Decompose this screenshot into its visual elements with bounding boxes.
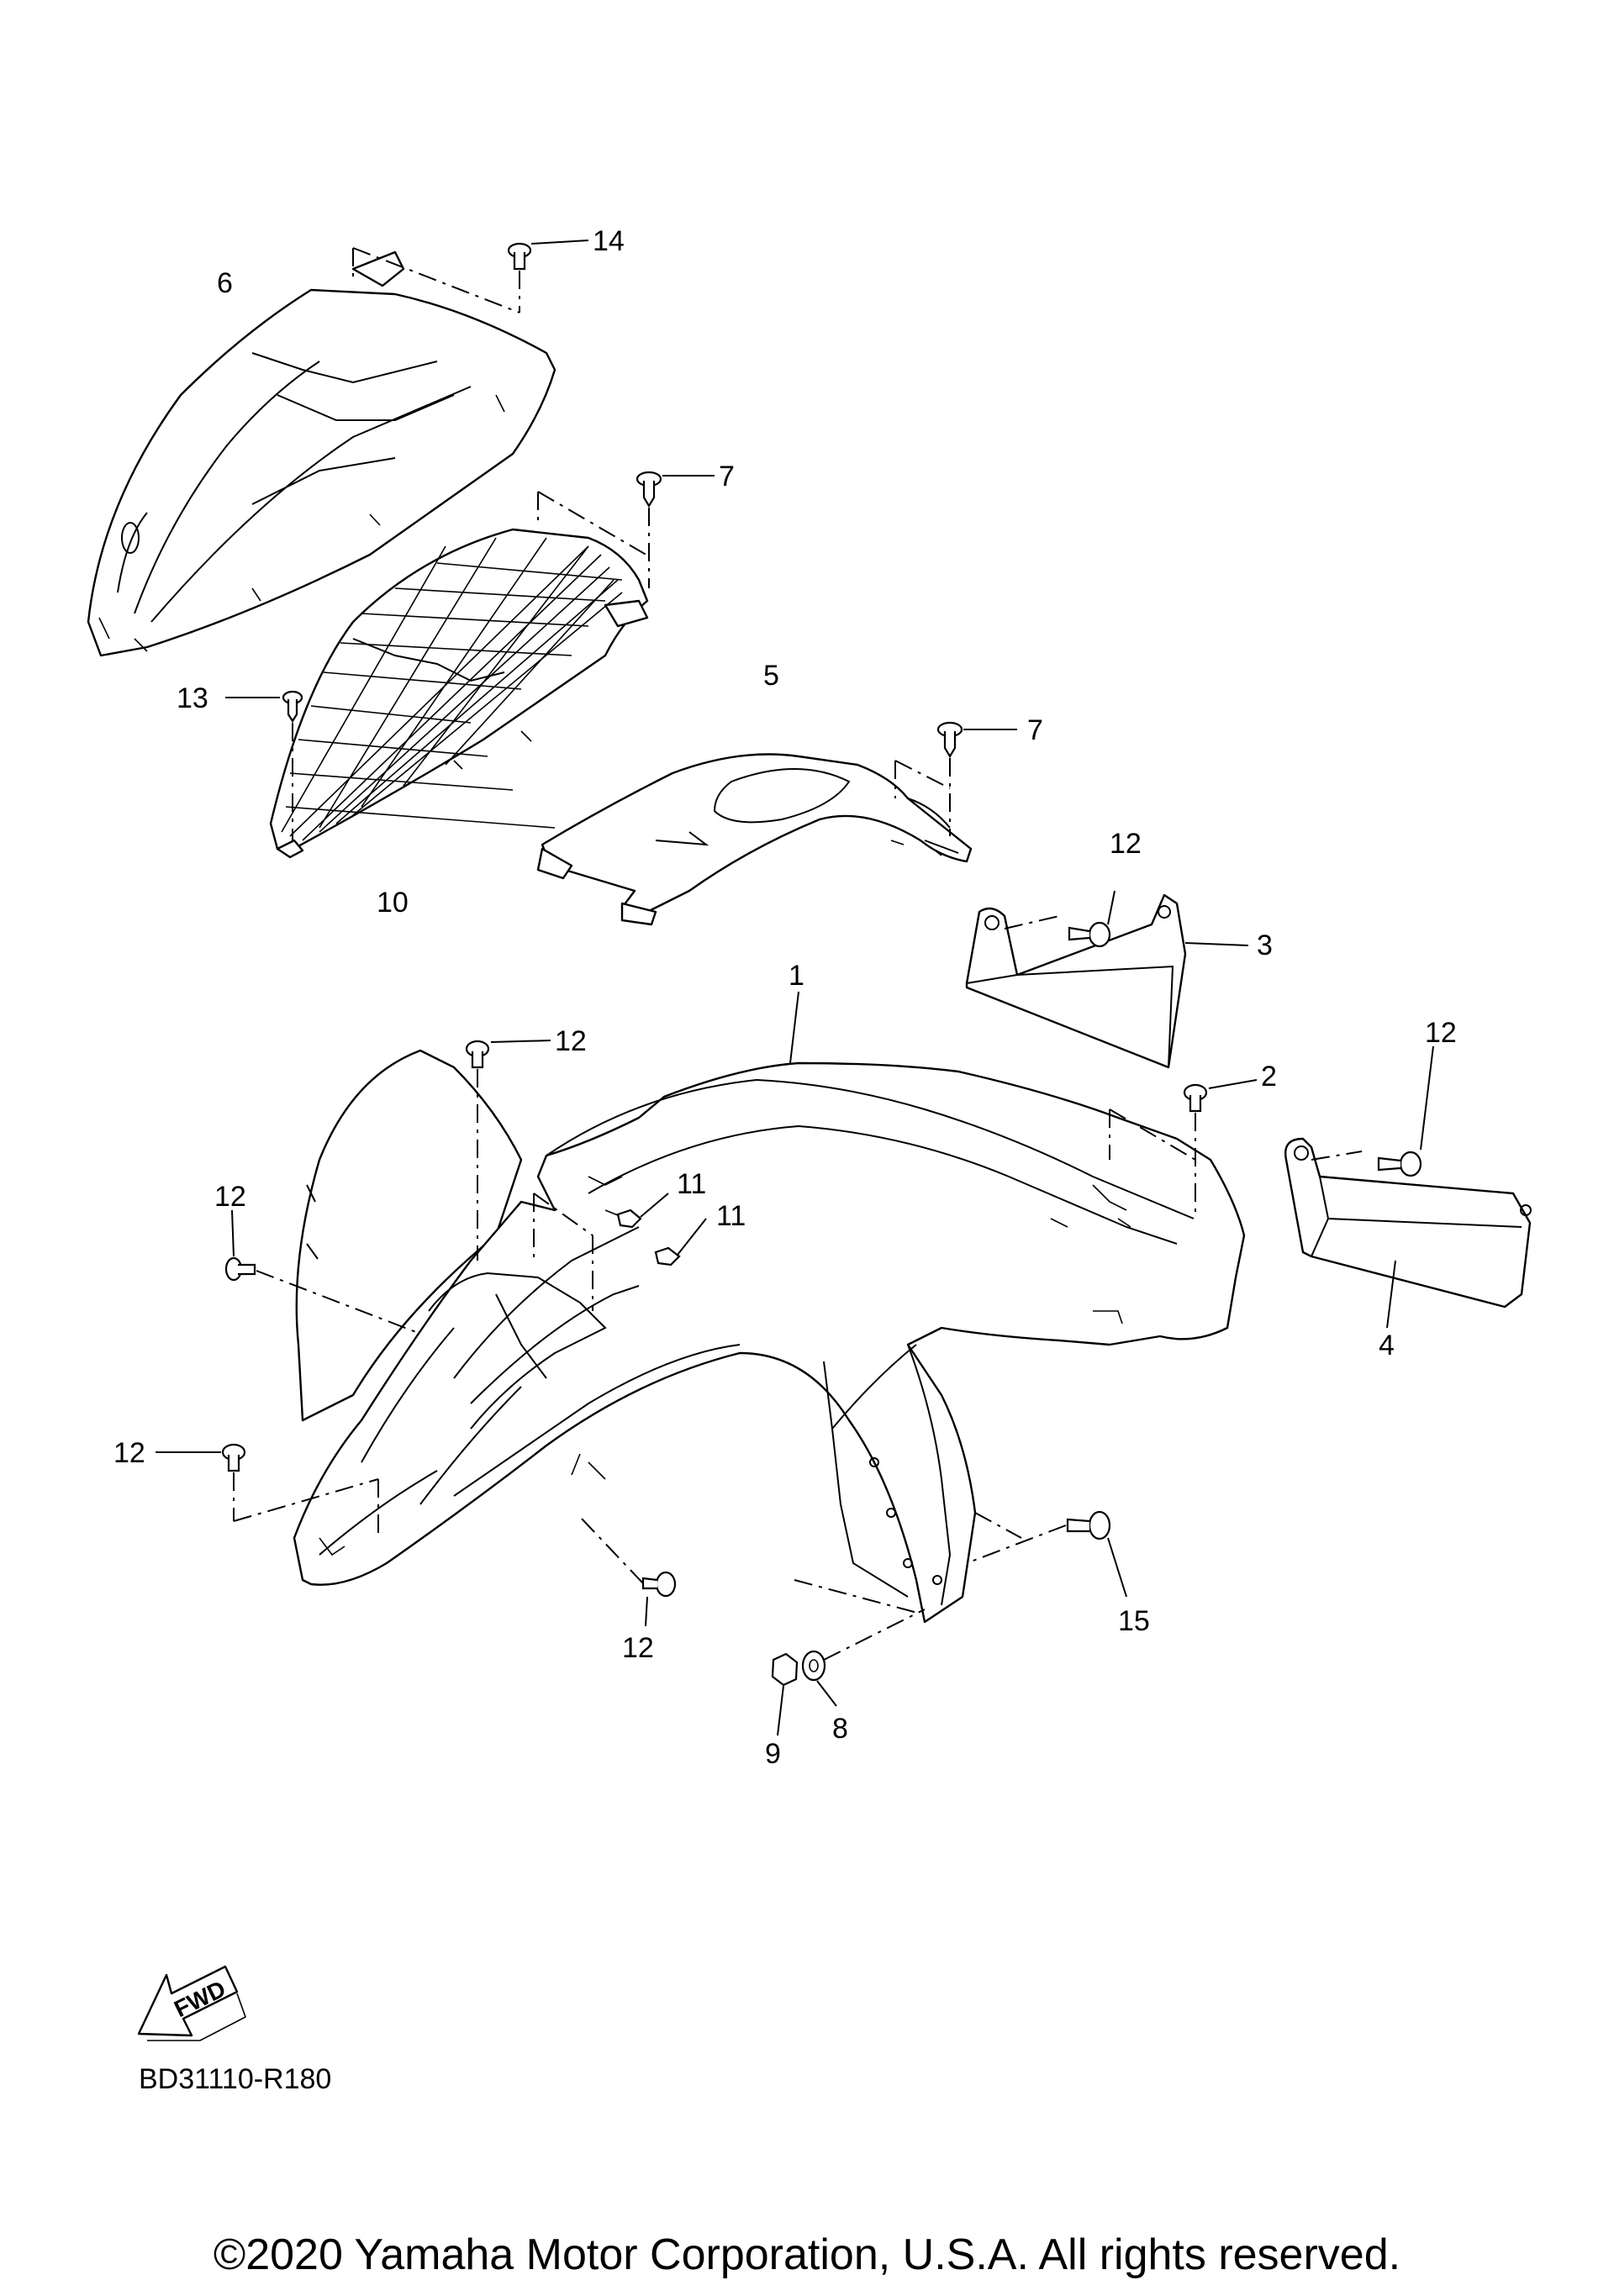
part-12-bolt-top	[465, 1040, 593, 1311]
callout-2: 2	[1261, 1061, 1277, 1093]
callout-12-left-upper: 12	[214, 1181, 246, 1213]
callout-12-bracket3: 12	[1110, 828, 1142, 860]
callout-10: 10	[377, 887, 409, 919]
callout-12-top: 12	[555, 1025, 587, 1057]
callout-6: 6	[217, 267, 233, 299]
part-13-rivet	[225, 690, 303, 840]
part-3-bracket	[965, 893, 1249, 1069]
callout-14: 14	[593, 225, 625, 257]
callout-8: 8	[832, 1713, 848, 1745]
callout-12-bracket4: 12	[1425, 1017, 1457, 1049]
part-5-inner-panel	[536, 753, 973, 926]
callout-9: 9	[765, 1738, 781, 1770]
callout-15: 15	[1118, 1605, 1150, 1637]
part-12-bolt-bracket-3	[1068, 890, 1116, 948]
callout-5: 5	[763, 660, 779, 692]
part-12-bolt-left-lower	[156, 1443, 379, 1538]
part-6-upper-cover	[87, 250, 556, 657]
callout-7-upper: 7	[719, 461, 735, 492]
copyright-notice: ©2020 Yamaha Motor Corporation, U.S.A. A…	[214, 2230, 1400, 2279]
part-11-nuts	[616, 1193, 707, 1266]
diagram-code: BD31110-R180	[139, 2063, 331, 2095]
callout-labels: 14 6 7 13 10 5 7 12 3 1 12 12 2 12 11 11…	[113, 225, 1457, 1770]
part-14-screw	[352, 240, 589, 313]
part-12-bolt-bracket-4	[1377, 1045, 1434, 1177]
part-8-washer	[801, 1609, 926, 1707]
part-2-screw	[1109, 1079, 1258, 1219]
callout-11-b: 11	[716, 1200, 746, 1232]
part-7-rivet-upper	[537, 471, 715, 588]
callout-13: 13	[177, 682, 208, 714]
part-10-grille	[269, 528, 649, 859]
callout-12-left-lower: 12	[113, 1437, 145, 1469]
part-15-bolt	[794, 1510, 1127, 1614]
callout-4: 4	[1379, 1330, 1395, 1361]
part-7-rivet-lower	[894, 721, 1017, 836]
callout-11-a: 11	[677, 1168, 706, 1200]
part-9-nut	[771, 1652, 799, 1736]
part-12-bolt-left-upper	[224, 1209, 417, 1333]
part-12-bolt-bottom	[579, 1516, 677, 1627]
callout-3: 3	[1257, 929, 1273, 961]
part-4-bracket	[1284, 1137, 1532, 1329]
fwd-arrow: FWD	[137, 1965, 246, 2041]
callout-7-lower: 7	[1027, 714, 1043, 746]
callout-1: 1	[789, 960, 804, 992]
callout-12-bottom: 12	[622, 1632, 654, 1664]
part-1-front-fender	[293, 991, 1246, 1624]
